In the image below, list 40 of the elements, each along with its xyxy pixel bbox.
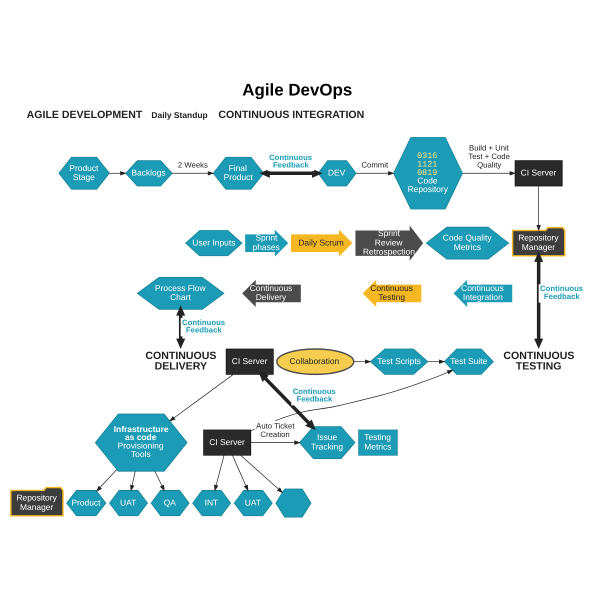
node-box: CI Server <box>203 429 252 456</box>
arrow <box>154 470 165 491</box>
edge-label: 2 Weeks <box>178 160 208 169</box>
arrow <box>109 170 127 175</box>
label: AGILE DEVELOPMENT <box>26 108 142 121</box>
diagram-title: Agile DevOps <box>242 80 352 99</box>
node-box: CI Server <box>226 348 274 374</box>
arrow <box>172 170 214 175</box>
node-hexagon <box>275 488 312 518</box>
arrow <box>258 370 316 430</box>
edge-label: Continuous Feedback <box>269 152 312 169</box>
arrow <box>232 454 248 491</box>
edge-label: Continuous Feedback <box>292 386 336 404</box>
node-box: CI Server <box>514 160 563 186</box>
edge-label: Continuous Feedback <box>182 317 226 334</box>
node-text: CONTINUOUS TESTING <box>503 349 574 372</box>
node-box: Testing Metrics <box>358 429 398 456</box>
node-text: CONTINUOUS DELIVERY <box>145 349 216 372</box>
arrow <box>130 470 136 491</box>
arrow <box>536 185 541 231</box>
edge-label: Build + Unit Test + Code Quality <box>468 143 510 169</box>
arrow <box>96 468 117 492</box>
node-ellipse: Collaboration <box>276 348 354 375</box>
arrow <box>169 374 234 421</box>
arrow <box>259 168 322 178</box>
arrow <box>356 170 394 175</box>
arrow <box>534 251 544 349</box>
arrow <box>176 304 186 349</box>
arrow <box>250 440 301 444</box>
label: Daily Standup <box>151 109 208 120</box>
edge-label: Continuous Feedback <box>540 284 584 300</box>
edge-label: Commit <box>361 160 388 169</box>
arrow <box>214 454 224 491</box>
arrow <box>250 369 454 431</box>
arrow <box>354 358 372 364</box>
label: CONTINUOUS INTEGRATION <box>218 108 364 121</box>
arrow <box>240 454 284 493</box>
arrow <box>428 358 446 364</box>
arrow <box>462 170 516 175</box>
edge-label: Auto Ticket Creation <box>256 420 295 438</box>
